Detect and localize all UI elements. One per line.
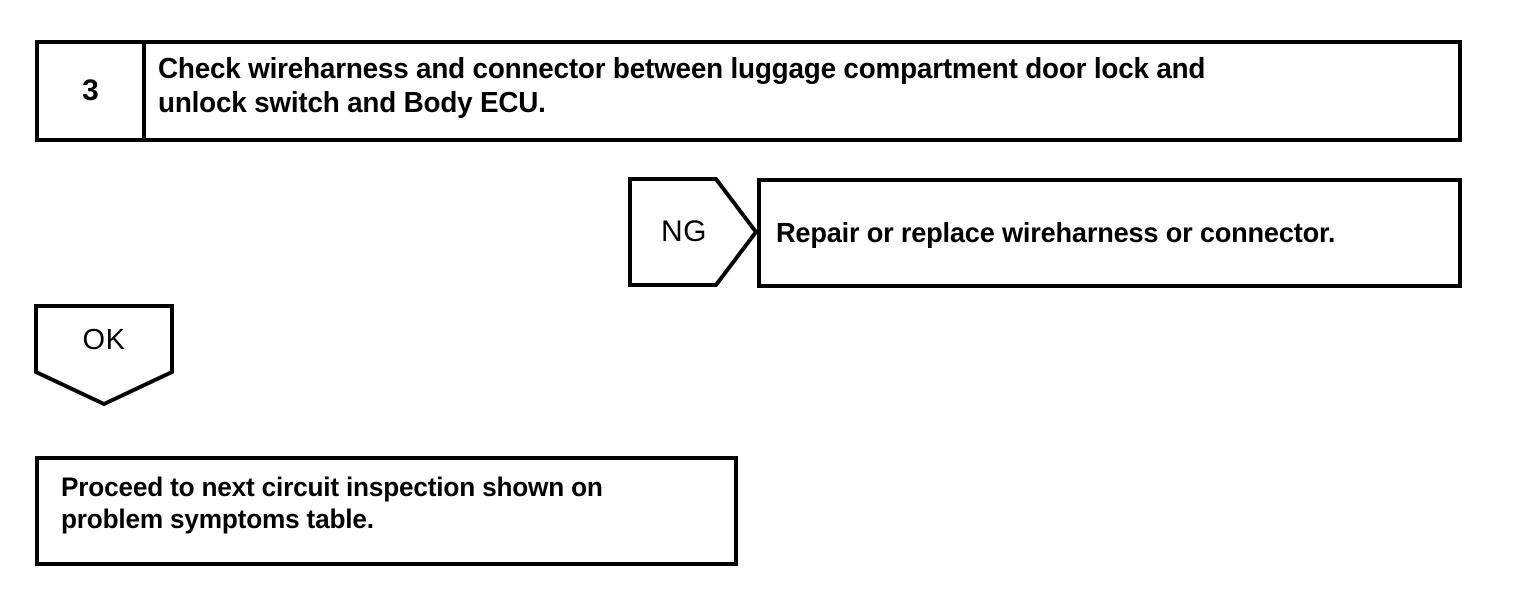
step-number-cell: 3 [39, 44, 146, 138]
step-instruction-text: Check wireharness and connector between … [158, 53, 1206, 119]
ng-action-text: Repair or replace wireharness or connect… [776, 216, 1336, 248]
ng-branch-label: NG [661, 215, 707, 248]
step-row: 3 Check wireharness and connector betwee… [35, 40, 1462, 142]
ok-action-box: Proceed to next circuit inspection shown… [35, 456, 738, 566]
ok-branch-pentagon [34, 304, 174, 406]
step-instruction-cell: Check wireharness and connector between … [146, 44, 1458, 138]
ok-action-text: Proceed to next circuit inspection shown… [61, 472, 603, 534]
step-number: 3 [82, 74, 99, 107]
ng-branch-pentagon [628, 177, 758, 287]
pentagon-down-icon [34, 304, 174, 406]
ng-action-box: Repair or replace wireharness or connect… [757, 178, 1462, 288]
pentagon-right-icon [628, 177, 758, 287]
ok-branch-label: OK [82, 323, 126, 356]
